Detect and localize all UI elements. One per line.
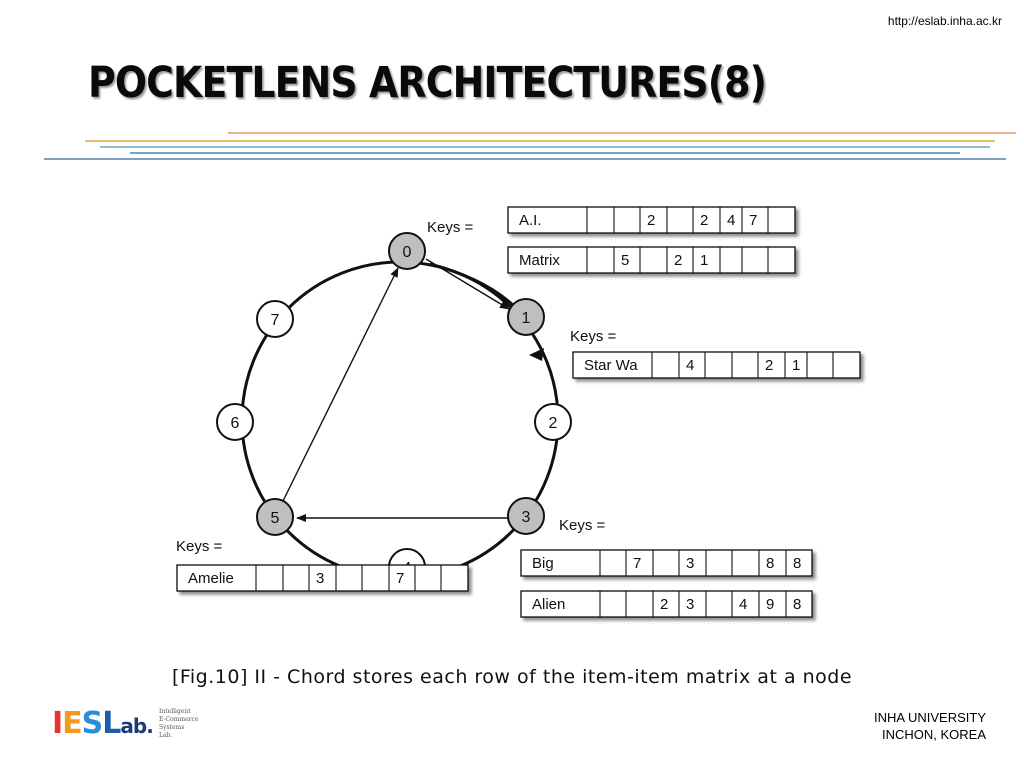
- node-7: 7: [256, 300, 294, 338]
- row-box: [507, 206, 796, 234]
- row-box: [507, 246, 796, 274]
- row-item-name: Big: [532, 555, 554, 572]
- row-item-name: Star Wa: [584, 357, 638, 374]
- row-item-name: A.I.: [519, 212, 542, 229]
- node-circle: [216, 403, 254, 441]
- pointer-arrowhead: [529, 348, 544, 361]
- row-box: [176, 564, 469, 592]
- row-item-name: Amelie: [188, 570, 234, 587]
- row-cell: 4: [727, 212, 735, 229]
- row-cell: 4: [686, 357, 694, 374]
- title-rule-5: [44, 158, 1006, 160]
- keys-label-3: Keys =: [559, 517, 606, 534]
- row-cell: 2: [660, 596, 668, 613]
- node-circle: [256, 498, 294, 536]
- row-cell: 3: [686, 596, 694, 613]
- slide-title: POCKETLENS ARCHITECTURES(8): [88, 58, 767, 108]
- row-cell: 1: [792, 357, 800, 374]
- node-label: 1: [522, 310, 531, 327]
- node-label: 0: [403, 244, 412, 261]
- node-label: 5: [271, 510, 280, 527]
- matrix-row-alien: Alien 2 3 4 9 8: [520, 590, 813, 618]
- row-box: [572, 351, 861, 379]
- title-rule-3: [100, 146, 990, 148]
- row-cell: 9: [766, 596, 774, 613]
- row-cell: 7: [749, 212, 757, 229]
- node-6: 6: [216, 403, 254, 441]
- node-2: 2: [534, 403, 572, 441]
- ieslab-logo-mark: IESLab.: [52, 706, 154, 741]
- node-circle: [388, 232, 426, 270]
- figure-caption: [Fig.10] II - Chord stores each row of t…: [171, 666, 853, 688]
- node-circle: [534, 403, 572, 441]
- row-cell: 2: [765, 357, 773, 374]
- arrow-0-to-1: [425, 258, 510, 310]
- row-cell: 7: [396, 570, 404, 587]
- node-3: 3: [507, 497, 545, 535]
- node-1: 1: [507, 298, 545, 336]
- row-cell: 8: [793, 596, 801, 613]
- node-5: 5: [256, 498, 294, 536]
- ieslab-logo-lines: Intelligent E-Commerce Systems Lab.: [159, 708, 199, 739]
- row-cell: 1: [700, 252, 708, 269]
- row-cell: 5: [621, 252, 629, 269]
- row-cell: 3: [316, 570, 324, 587]
- row-cell: 7: [633, 555, 641, 572]
- node-label: 7: [271, 312, 280, 329]
- row-cell: 2: [647, 212, 655, 229]
- node-label: 2: [549, 415, 558, 432]
- matrix-row-starwa: Star Wa 4 2 1: [572, 351, 861, 379]
- university-name: INHA UNIVERSITY: [874, 710, 986, 725]
- row-item-name: Alien: [532, 596, 565, 613]
- title-rule-4: [130, 152, 960, 154]
- row-cell: 3: [686, 555, 694, 572]
- site-url[interactable]: http://eslab.inha.ac.kr: [887, 14, 1002, 28]
- row-item-name: Matrix: [519, 252, 560, 269]
- node-circle: [256, 300, 294, 338]
- node-circle: [507, 298, 545, 336]
- node-circle: [507, 497, 545, 535]
- university-location: INCHON, KOREA: [881, 727, 986, 742]
- matrix-row-matrix: Matrix 5 2 1: [507, 246, 796, 274]
- keys-label-1: Keys =: [570, 328, 617, 345]
- matrix-row-amelie: Amelie 3 7: [176, 564, 469, 592]
- node-label: 6: [231, 415, 240, 432]
- node-label: 3: [522, 509, 531, 526]
- university-block: INHA UNIVERSITY INCHON, KOREA: [874, 709, 986, 743]
- row-cell: 2: [700, 212, 708, 229]
- keys-label-5: Keys =: [176, 538, 223, 555]
- arrow-5-to-0: [282, 267, 399, 502]
- title-rule-2: [85, 140, 995, 142]
- row-cell: 4: [739, 596, 747, 613]
- row-cell: 8: [793, 555, 801, 572]
- matrix-row-big: Big 7 3 8 8: [520, 549, 813, 577]
- row-box: [520, 549, 813, 577]
- chord-ring-diagram: 0 1 2 3 4 5 6 7 Keys = Keys = Keys = Keys = A.I…: [176, 206, 861, 618]
- row-cell: 2: [674, 252, 682, 269]
- ieslab-logo: IESLab. Intelligent E-Commerce Systems L…: [52, 704, 212, 744]
- row-box: [520, 590, 813, 618]
- title-rule-1: [228, 132, 1016, 134]
- keys-label-0: Keys =: [427, 219, 474, 236]
- row-cell: 8: [766, 555, 774, 572]
- node-0: 0: [388, 232, 426, 270]
